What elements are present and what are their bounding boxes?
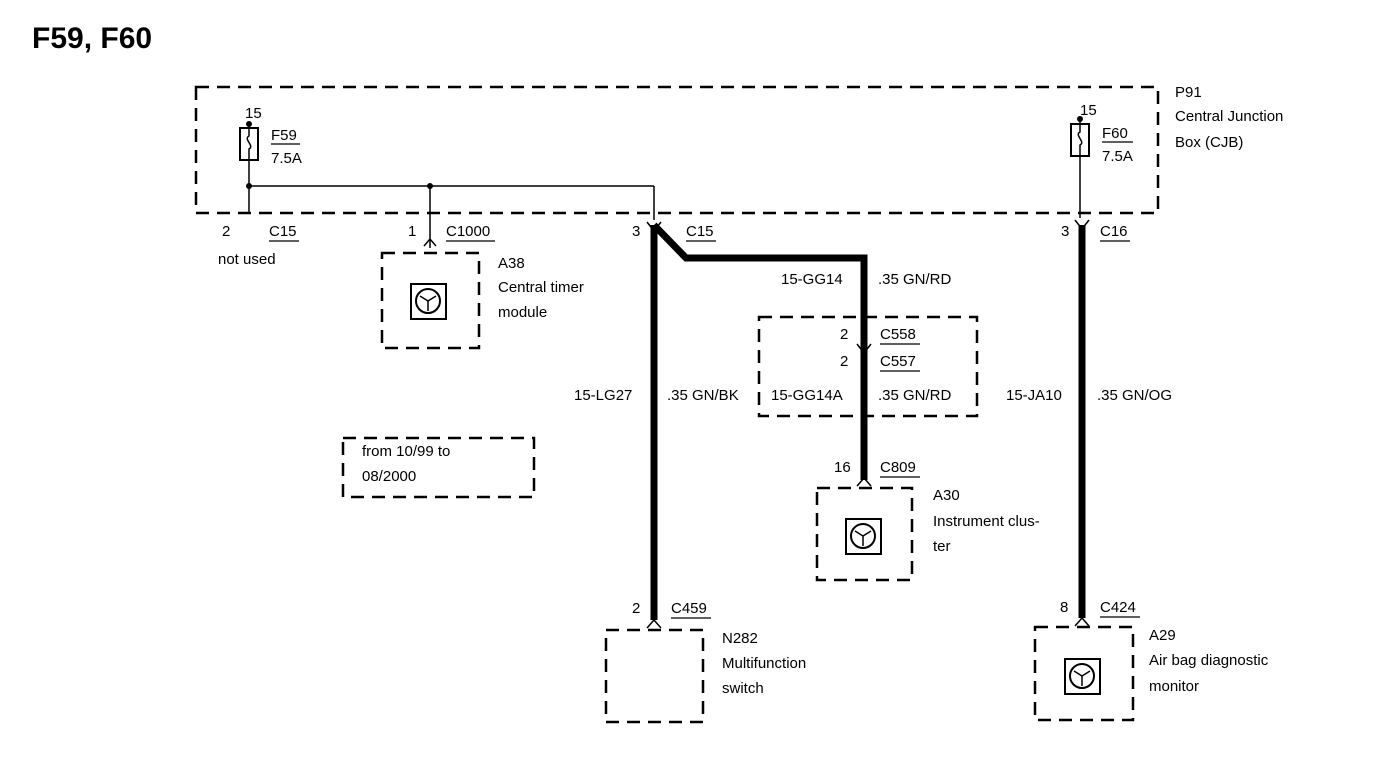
connector-arrow-icon	[423, 237, 437, 247]
connector-arrow-icon	[646, 221, 662, 233]
wire-gg14a-spec: .35 GN/RD	[878, 387, 952, 404]
module-n282-line1: Multifunction	[722, 655, 806, 672]
fuse-f60: 15 F60 7.5A	[1070, 102, 1133, 218]
fuse-f60-pin: 15	[1080, 102, 1097, 119]
c557-id: C557	[880, 353, 916, 370]
diagram-title: F59, F60	[32, 22, 152, 55]
wire-ja10-circuit: 15-JA10	[1006, 387, 1062, 404]
ground-symbol-icon	[845, 518, 882, 555]
connector-arrow-icon	[856, 476, 872, 487]
module-n282	[604, 628, 705, 724]
c558-c557-box	[757, 315, 979, 418]
fuse-f59: 15 F59 7.5A	[239, 105, 302, 213]
module-a29-line2: monitor	[1149, 678, 1199, 695]
c15-left-pin: 2	[222, 223, 230, 240]
connector-arrow-icon	[1074, 616, 1090, 627]
ground-symbol-icon	[1064, 658, 1101, 695]
module-n282-line2: switch	[722, 680, 764, 697]
module-n282-id: N282	[722, 630, 758, 647]
connector-arrow-icon	[856, 343, 872, 355]
connector-arrow-icon	[646, 618, 662, 629]
module-a29-id: A29	[1149, 627, 1176, 644]
cjb-id: P91	[1175, 84, 1202, 101]
ground-symbol-icon	[410, 283, 447, 320]
module-a38-line1: Central timer	[498, 279, 584, 296]
module-a30-line2: ter	[933, 538, 951, 555]
c459-id: C459	[671, 600, 707, 617]
c1000-pin: 1	[408, 223, 416, 240]
fuse-f60-id: F60	[1102, 125, 1128, 142]
date-note-box	[341, 436, 536, 499]
module-a38-id: A38	[498, 255, 525, 272]
module-a30	[815, 486, 914, 582]
wire-ja10-spec: .35 GN/OG	[1097, 387, 1172, 404]
c558-pin: 2	[840, 326, 848, 343]
c15-mid-pin: 3	[632, 223, 640, 240]
c809-pin: 16	[834, 459, 851, 476]
date-note-line2: 08/2000	[362, 468, 416, 485]
c424-id: C424	[1100, 599, 1136, 616]
fuse-f59-id: F59	[271, 127, 297, 144]
wire-gg14-spec: .35 GN/RD	[878, 271, 952, 288]
wire-lg27-circuit: 15-LG27	[574, 387, 632, 404]
module-a38-line2: module	[498, 304, 547, 321]
cjb-name-line1: Central Junction	[1175, 108, 1283, 125]
c459-pin: 2	[632, 600, 640, 617]
c558-id: C558	[880, 326, 916, 343]
cjb-box	[194, 85, 1160, 215]
wire-lg27-spec: .35 GN/BK	[667, 387, 739, 404]
wire-gg14	[651, 222, 868, 480]
c15-left-note: not used	[218, 251, 276, 268]
module-a29	[1033, 625, 1135, 722]
fuse-f59-pin: 15	[245, 105, 262, 122]
c809-id: C809	[880, 459, 916, 476]
cjb-name-line2: Box (CJB)	[1175, 134, 1243, 151]
connector-arrow-icon	[1074, 219, 1090, 231]
wire-gg14-circuit: 15-GG14	[781, 271, 843, 288]
c16-pin: 3	[1061, 223, 1069, 240]
module-a29-line1: Air bag diagnostic	[1149, 652, 1269, 669]
module-a30-id: A30	[933, 487, 960, 504]
c16-id: C16	[1100, 223, 1128, 240]
wire-gg14a-circuit: 15-GG14A	[771, 387, 843, 404]
c15-left-id: C15	[269, 223, 297, 240]
fuse-icon	[246, 128, 252, 160]
c557-pin: 2	[840, 353, 848, 370]
fuse-f60-rating: 7.5A	[1102, 148, 1133, 165]
fuse-icon	[1077, 124, 1083, 156]
module-a30-line1: Instrument clus-	[933, 513, 1040, 530]
c1000-id: C1000	[446, 223, 490, 240]
fuse-f59-rating: 7.5A	[271, 150, 302, 167]
date-note-line1: from 10/99 to	[362, 443, 450, 460]
c15-mid-id: C15	[686, 223, 714, 240]
module-a38	[380, 251, 481, 350]
c424-pin: 8	[1060, 599, 1068, 616]
